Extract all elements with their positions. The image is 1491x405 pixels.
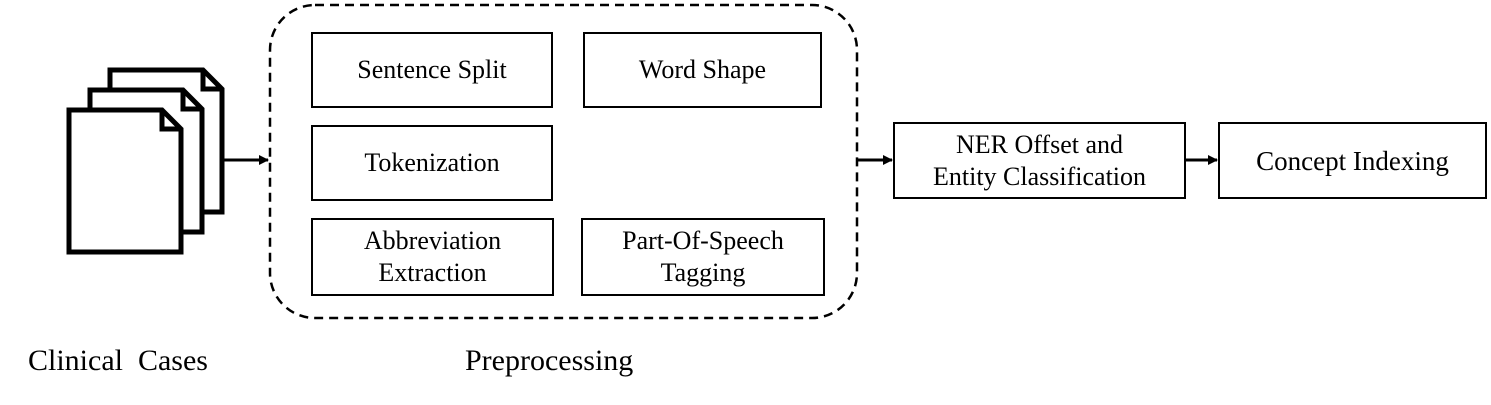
- sentence-split-box: Sentence Split: [311, 32, 553, 108]
- document-stack-icon: [66, 67, 225, 255]
- ner-label: NER Offset and Entity Classification: [932, 129, 1147, 191]
- sentence-split-label: Sentence Split: [357, 55, 507, 84]
- concept-indexing-box: Concept Indexing: [1218, 122, 1487, 199]
- pos-tagging-label: Part-Of-Speech Tagging: [622, 226, 784, 287]
- word-shape-box: Word Shape: [583, 32, 822, 108]
- tokenization-box: Tokenization: [311, 125, 553, 201]
- abbreviation-extraction-box: Abbreviation Extraction: [311, 218, 554, 296]
- preprocessing-caption: Preprocessing: [465, 344, 634, 377]
- abbreviation-extraction-label: Abbreviation Extraction: [363, 226, 502, 287]
- clinical-cases-caption: Clinical Cases: [28, 344, 208, 377]
- word-shape-label: Word Shape: [638, 55, 767, 84]
- tokenization-label: Tokenization: [364, 148, 500, 177]
- concept-indexing-label: Concept Indexing: [1256, 145, 1449, 176]
- pos-tagging-box: Part-Of-Speech Tagging: [581, 218, 825, 296]
- document-icon: [66, 107, 184, 255]
- ner-box: NER Offset and Entity Classification: [893, 122, 1186, 199]
